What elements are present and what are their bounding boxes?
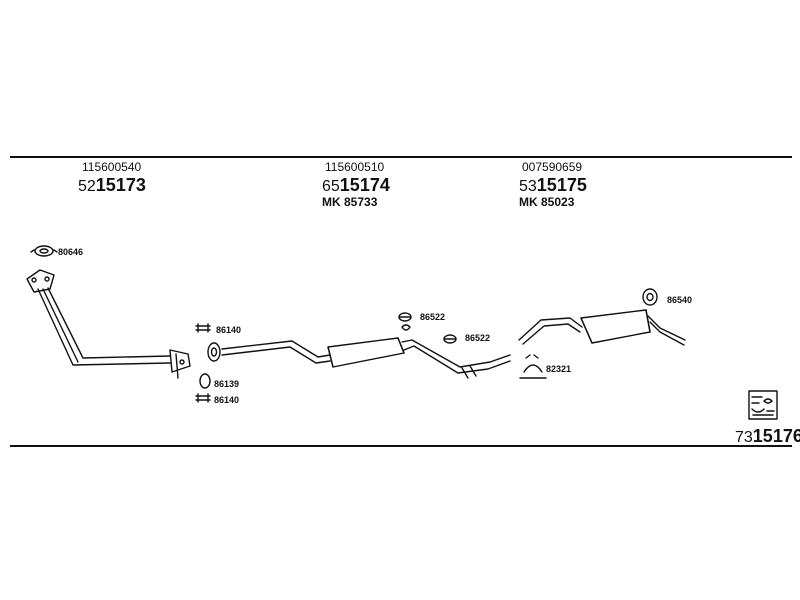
callout-86540: 86540: [667, 295, 693, 305]
clamp-icon: [195, 323, 211, 403]
middle-silencer-icon: [207, 337, 511, 379]
callout-86139: 86139: [214, 379, 240, 389]
gasket-icon: [30, 245, 58, 257]
front-pipe-code-prefix: 52: [78, 178, 96, 195]
rear-silencer-code-main: 15175: [536, 175, 587, 195]
rubber-hanger-icon: [642, 288, 658, 306]
front-pipe-code: 5215173: [78, 176, 146, 195]
ring-icon: [199, 373, 211, 389]
middle-silencer-code-prefix: 65: [322, 178, 340, 195]
callout-80646: 80646: [58, 247, 84, 257]
middle-silencer-code: 6515174: [322, 176, 390, 195]
rear-silencer-icon: [518, 309, 686, 346]
hanger-icon: [398, 312, 457, 344]
kit-icon: [748, 390, 778, 420]
rear-silencer-code: 5315175: [519, 176, 587, 195]
callout-82321: 82321: [546, 364, 572, 374]
u-clamp-icon: [519, 354, 547, 379]
rear-silencer-part-number: 007590659: [522, 160, 583, 174]
rear-silencer-code-prefix: 53: [519, 178, 537, 195]
middle-silencer-code-main: 15174: [339, 175, 390, 195]
kit-code-prefix: 73: [735, 429, 753, 446]
top-rule: [10, 156, 792, 158]
front-pipe-code-main: 15173: [95, 175, 146, 195]
bottom-rule: [10, 445, 792, 447]
kit-code-main: 15176: [752, 426, 800, 446]
kit-code: 7315176: [735, 427, 800, 446]
rear-silencer-mount-kit: MK 85023: [519, 195, 575, 209]
callout-86522-bottom: 86522: [465, 333, 491, 343]
middle-silencer-mount-kit: MK 85733: [322, 195, 378, 209]
callout-86522-top: 86522: [420, 312, 446, 322]
callout-86140-top: 86140: [216, 325, 242, 335]
front-pipe-part-number: 115600540: [82, 160, 142, 174]
front-pipe-icon: [26, 269, 191, 379]
callout-86140-bottom: 86140: [214, 395, 240, 405]
middle-silencer-part-number: 115600510: [325, 160, 385, 174]
